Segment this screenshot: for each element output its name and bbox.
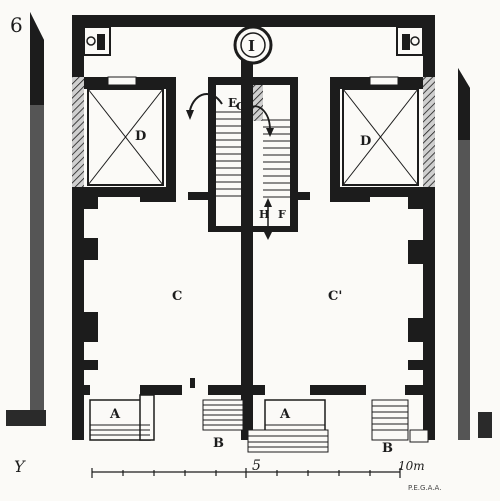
room-label-A-right: A <box>279 407 291 422</box>
column-I: I <box>233 25 273 65</box>
scale-label-mid: 5 <box>252 458 261 474</box>
entrance-A-left: A <box>89 394 155 441</box>
adjacent-wall-left <box>6 12 46 426</box>
signature: Y <box>14 457 26 476</box>
room-label-D-left: D <box>135 129 146 144</box>
corner-niche-left <box>83 26 111 56</box>
artist-mark: P.E.G.A.A. <box>408 484 441 492</box>
adjacent-wall-right <box>458 68 492 440</box>
scale-label-end: 10m <box>398 459 425 473</box>
room-label-D-right: D <box>360 134 371 149</box>
room-D-left: D <box>72 76 176 197</box>
corner-niche-right <box>396 26 424 56</box>
room-label-C-right: C' <box>328 289 342 304</box>
room-C-left: C <box>84 192 208 370</box>
room-label-B-right: B <box>382 441 393 456</box>
room-label-I: I <box>248 37 255 55</box>
room-label-A-left: A <box>109 407 121 422</box>
room-label-H: H <box>259 208 269 221</box>
room-label-F: F <box>278 208 286 221</box>
room-D-right: D <box>330 76 435 197</box>
steps-B-left <box>202 399 244 431</box>
figure-number: 6 <box>10 13 23 37</box>
staircase: E G H F <box>186 77 298 240</box>
room-C-right: C' <box>298 192 423 370</box>
arrow-curved-left <box>189 93 223 111</box>
scale-bar <box>91 468 401 478</box>
room-label-C-left: C <box>172 289 182 304</box>
room-label-E: E <box>228 96 237 110</box>
steps-center <box>247 429 329 453</box>
room-label-G: G <box>236 100 245 113</box>
room-label-B-left: B <box>213 436 224 451</box>
arrow-curved-right <box>249 105 271 131</box>
steps-B-right <box>371 399 429 443</box>
